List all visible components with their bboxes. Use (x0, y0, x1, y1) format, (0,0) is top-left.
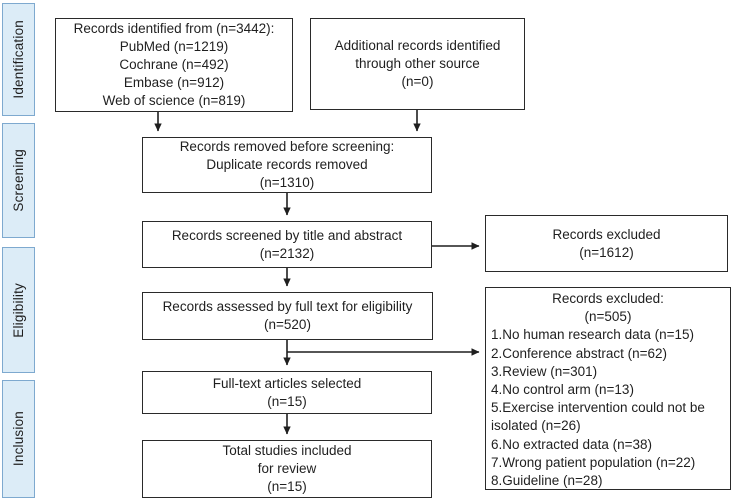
box-additional-records-line: (n=0) (401, 74, 434, 89)
stage-identification: Identification (2, 3, 35, 116)
box-records-removed: Records removed before screening: Duplic… (142, 137, 432, 193)
box-total-included-line: for review (257, 461, 317, 476)
stage-eligibility-label: Eligibility (11, 282, 26, 338)
box-records-assessed-line: Records assessed by full text for eligib… (162, 299, 413, 314)
stage-inclusion-label: Inclusion (11, 411, 26, 467)
box-records-assessed: Records assessed by full text for eligib… (142, 292, 433, 340)
box-records-excluded-fulltext: Records excluded: (n=505) 1.No human res… (485, 287, 731, 490)
stage-identification-label: Identification (11, 20, 26, 99)
stage-inclusion: Inclusion (2, 380, 35, 498)
box-fulltext-selected-line: Full-text articles selected (212, 375, 362, 391)
exclusion-reason-item: 7.Wrong patient population (n=22) (491, 454, 696, 470)
box-total-included-line: Total studies included (222, 443, 352, 458)
box-records-identified-line: Cochrane (n=492) (119, 57, 229, 72)
box-records-identified-line: Web of science (n=819) (102, 93, 246, 108)
exclusion-reason-item: 1.No human research data (n=15) (491, 327, 694, 343)
box-fulltext-selected: Full-text articles selected (n=15) (142, 371, 432, 414)
box-records-identified: Records identified from (n=3442): PubMed… (55, 18, 293, 112)
exclusion-reason-item: 5.Exercise intervention could not be iso… (491, 400, 705, 434)
box-additional-records-line: through other source (355, 56, 480, 71)
box-records-excluded-fulltext-header: (n=505) (584, 309, 632, 325)
box-additional-records: Additional records identified through ot… (310, 18, 525, 110)
box-records-excluded-screening-line: Records excluded (552, 226, 661, 242)
box-records-removed-line: Duplicate records removed (206, 157, 368, 172)
box-records-excluded-screening: Records excluded (n=1612) (485, 215, 728, 272)
exclusion-reason-item: 2.Conference abstract (n=62) (491, 345, 667, 361)
box-fulltext-selected-line: (n=15) (267, 393, 307, 409)
box-records-screened-line: Records screened by title and abstract (171, 227, 403, 243)
stage-screening: Screening (2, 123, 35, 238)
box-records-assessed-line: (n=520) (264, 317, 311, 332)
box-records-identified-line: PubMed (n=1219) (119, 39, 229, 54)
box-total-included: Total studies included for review (n=15) (142, 440, 432, 498)
box-records-screened-line: (n=2132) (259, 245, 315, 261)
exclusion-reason-item: 6.No extracted data (n=38) (491, 436, 652, 452)
stage-eligibility: Eligibility (2, 247, 35, 373)
exclusion-reason-item: 3.Review (n=301) (491, 363, 598, 379)
exclusion-reason-item: 8.Guideline (n=28) (491, 473, 603, 489)
box-records-identified-line: Embase (n=912) (123, 75, 225, 90)
box-total-included-line: (n=15) (267, 479, 307, 494)
box-additional-records-line: Additional records identified (334, 38, 501, 53)
box-records-identified-line: Records identified from (n=3442): (73, 21, 275, 36)
box-records-screened: Records screened by title and abstract (… (142, 221, 432, 268)
box-records-excluded-fulltext-header: Records excluded: (552, 291, 664, 306)
stage-screening-label: Screening (11, 149, 26, 212)
box-records-removed-line: (n=1310) (259, 175, 315, 190)
exclusion-reason-item: 4.No control arm (n=13) (491, 382, 634, 398)
box-records-removed-line: Records removed before screening: (179, 139, 395, 154)
box-records-excluded-screening-line: (n=1612) (579, 244, 634, 260)
